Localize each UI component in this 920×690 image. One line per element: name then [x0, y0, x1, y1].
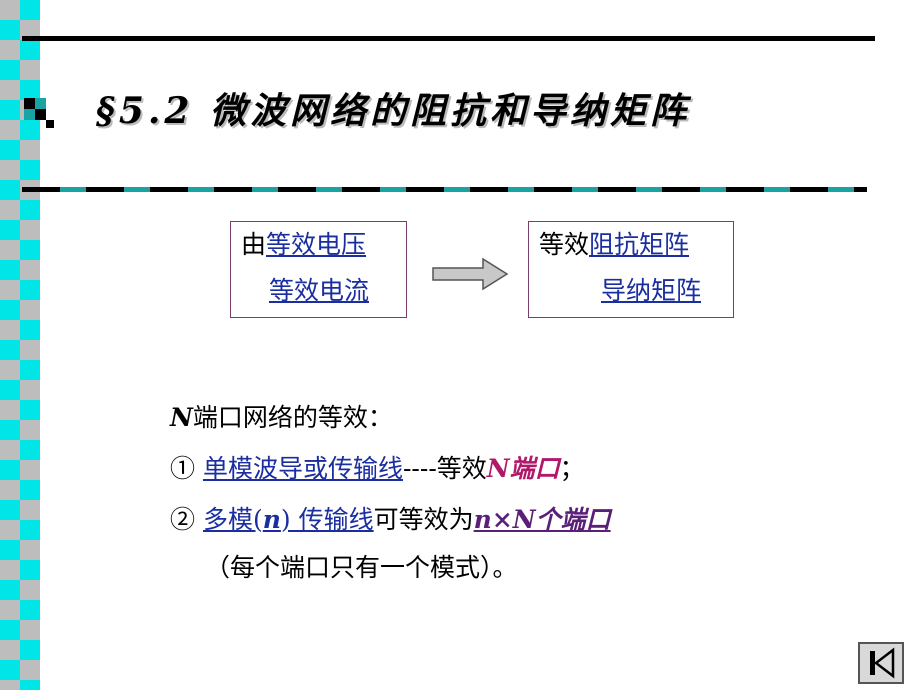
n-port-heading: N端口网络的等效： [170, 403, 393, 432]
first-slide-icon [870, 647, 895, 679]
first-slide-button[interactable] [858, 642, 904, 684]
n-by-n-ports-link[interactable]: n×N个端口 [473, 505, 611, 534]
single-mode-waveguide-link[interactable]: 单模波导或传输线 [202, 454, 403, 483]
multi-mode-line-link[interactable]: 多模(n) 传输线 [202, 505, 374, 534]
right-box-prefix: 等效 [539, 230, 590, 259]
top-divider [22, 36, 875, 41]
equivalent-current-link[interactable]: 等效电流 [269, 276, 370, 305]
mode-note: （每个端口只有一个模式）。 [205, 553, 518, 582]
right-arrow-icon [432, 257, 509, 291]
list-item-single-mode: ① 单模波导或传输线----等效N端口； [170, 454, 585, 483]
equivalent-matrices-box: 等效阻抗矩阵 导纳矩阵 [528, 221, 734, 318]
impedance-matrix-link[interactable]: 阻抗矩阵 [589, 230, 690, 259]
equivalent-voltage-link[interactable]: 等效电压 [266, 230, 367, 259]
title-bullet-icon [24, 98, 54, 128]
slide-title: §5.2 微波网络的阻抗和导纳矩阵 [96, 90, 690, 132]
left-box-prefix: 由 [241, 230, 267, 259]
admittance-matrix-link[interactable]: 导纳矩阵 [601, 276, 702, 305]
equivalent-quantities-box: 由等效电压 等效电流 [230, 221, 407, 318]
list-item-multi-mode: ② 多模(n) 传输线可等效为n×N个端口 [170, 505, 611, 534]
title-divider [22, 187, 867, 192]
